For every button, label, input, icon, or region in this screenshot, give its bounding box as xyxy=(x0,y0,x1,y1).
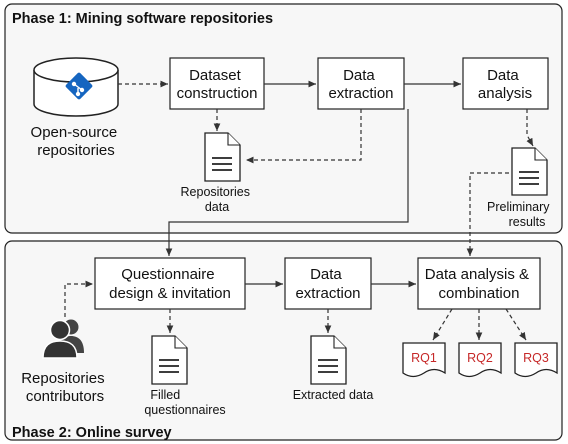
data-extraction-box-phase1: Data extraction xyxy=(317,57,405,110)
extracted-data-caption: Extracted data xyxy=(293,388,374,402)
rq1-document: RQ1 xyxy=(402,342,446,378)
arrow-analysis-to-questionnaire xyxy=(165,109,409,256)
document-icon xyxy=(511,147,548,196)
svg-text:Dataset construction: Dataset construction xyxy=(177,67,258,102)
arrow-combination-to-rq1 xyxy=(432,308,453,341)
rq2-label: RQ2 xyxy=(467,351,493,365)
arrow-analysis-to-preliminary xyxy=(526,109,534,147)
repositories-data-caption: Repositories data xyxy=(181,185,254,214)
rq3-label: RQ3 xyxy=(523,351,549,365)
svg-text:Data analysis: Data analysis xyxy=(478,67,532,102)
arrow-combination-to-rq3 xyxy=(505,308,527,341)
arrow-extraction-to-repodata xyxy=(246,109,362,164)
arrow-contributors-to-questionnaire xyxy=(64,280,93,317)
document-icon xyxy=(310,335,347,385)
phase2-title: Phase 2: Online survey xyxy=(12,425,172,441)
preliminary-results-caption: Preliminary results xyxy=(487,200,553,229)
document-icon xyxy=(204,132,241,182)
document-icon xyxy=(151,335,188,385)
contributors-caption: Repositories contributors xyxy=(21,370,109,405)
source-caption: Open-source repositories xyxy=(31,124,122,159)
svg-text:Questionnaire design & i: Questionnaire design & invitation xyxy=(109,266,231,302)
rq1-label: RQ1 xyxy=(411,351,437,365)
phase1-title: Phase 1: Mining software repositories xyxy=(12,11,273,27)
dataset-construction-box: Dataset construction xyxy=(169,57,265,110)
arrow-preliminary-to-combination xyxy=(466,172,509,256)
filled-questionnaires-caption: Filled questionnaires xyxy=(144,388,225,417)
git-icon xyxy=(65,72,93,100)
data-extraction-box-phase2: Data extraction xyxy=(284,257,372,310)
svg-text:Data extraction: Data extraction xyxy=(295,266,360,302)
data-analysis-box-phase1: Data analysis xyxy=(462,57,549,110)
data-analysis-combination-box: Data analysis & combination xyxy=(417,257,541,310)
phase1-frame xyxy=(4,3,563,234)
rq2-document: RQ2 xyxy=(458,342,502,378)
rq3-document: RQ3 xyxy=(514,342,558,378)
svg-text:Data extraction: Data extraction xyxy=(328,67,393,102)
users-icon xyxy=(42,319,84,359)
questionnaire-design-box: Questionnaire design & invitation xyxy=(94,257,246,310)
svg-text:Data analysis & combinat: Data analysis & combination xyxy=(425,266,533,302)
